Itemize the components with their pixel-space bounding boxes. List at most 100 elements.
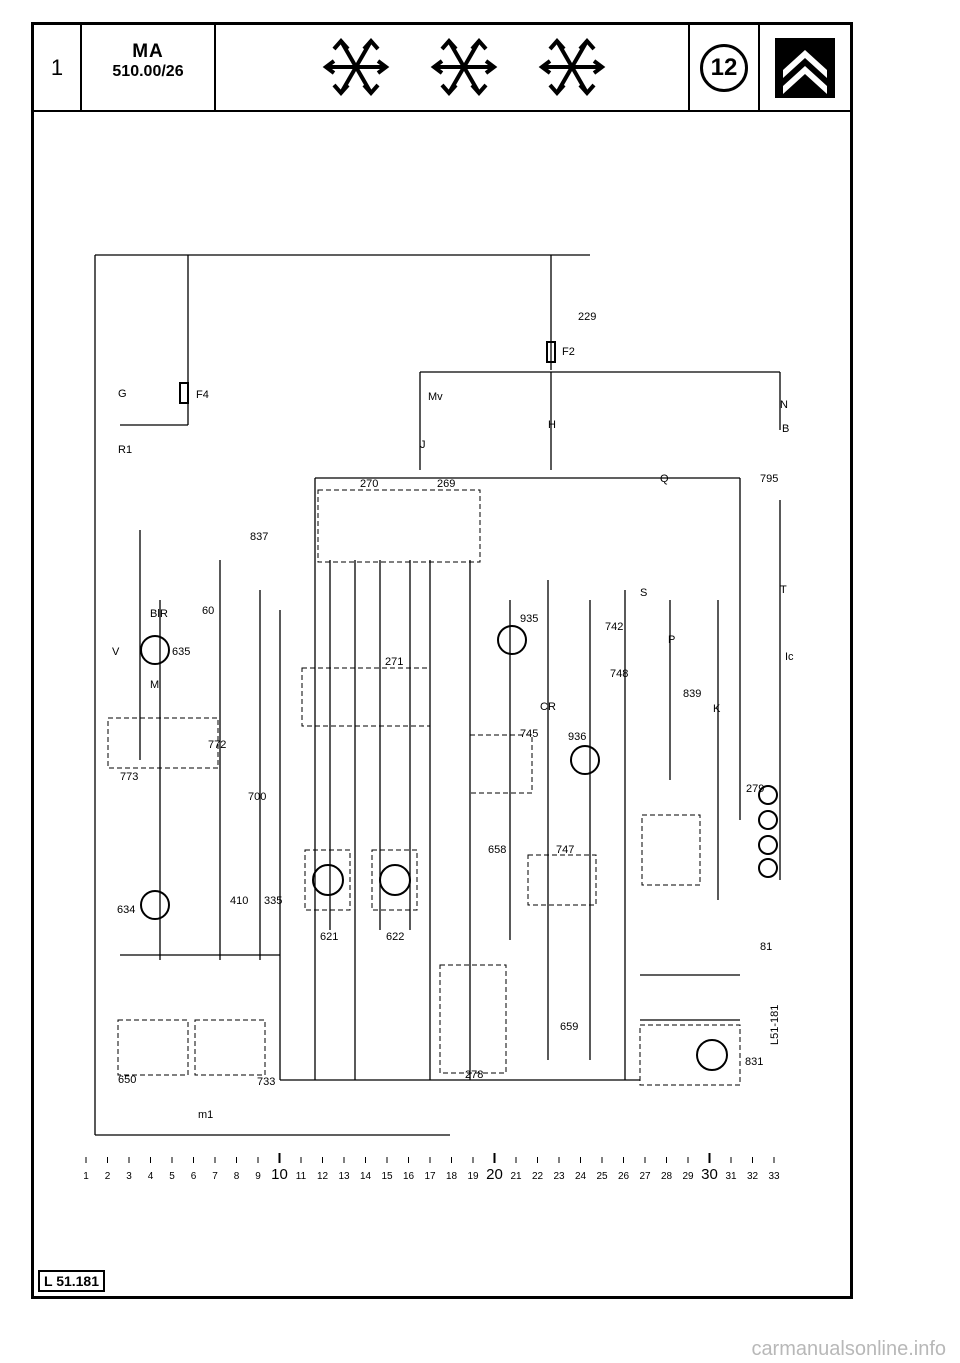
wire-CR: CR <box>540 701 556 713</box>
section-badge: 12 <box>700 43 748 92</box>
model-code: MA <box>132 41 164 62</box>
fuse-symbol-F4 <box>179 382 189 404</box>
scale-label: 31 <box>725 1171 737 1182</box>
scale-label: 22 <box>532 1171 544 1182</box>
label-831: 831 <box>745 1056 763 1068</box>
label-278: 278 <box>465 1069 483 1081</box>
motor-symbol-621 <box>312 864 344 896</box>
scale-label: 13 <box>338 1171 350 1182</box>
scale-label: 23 <box>553 1171 565 1182</box>
motor-symbol-936 <box>570 745 600 775</box>
label-773: 773 <box>120 771 138 783</box>
label-650: 650 <box>118 1074 136 1086</box>
wire-R: R <box>160 608 168 620</box>
motor-symbol-831 <box>696 1039 728 1071</box>
scale-label: 30 <box>701 1166 718 1183</box>
wire-S: S <box>640 587 647 599</box>
wire-Bl: Bl <box>150 608 160 620</box>
label-60: 60 <box>202 605 214 617</box>
wire-H: H <box>548 419 556 431</box>
scale-label: 18 <box>446 1171 458 1182</box>
scale-label: 20 <box>486 1166 503 1183</box>
scale-label: 16 <box>403 1171 415 1182</box>
label-229: 229 <box>578 311 596 323</box>
label-659: 659 <box>560 1021 578 1033</box>
wire-G: G <box>118 388 127 400</box>
label-839: 839 <box>683 688 701 700</box>
label-745: 745 <box>520 728 538 740</box>
wire-K: K <box>713 703 721 715</box>
scale-label: 26 <box>618 1171 630 1182</box>
label-269: 269 <box>437 478 455 490</box>
label-621: 621 <box>320 931 338 943</box>
label-748: 748 <box>610 668 628 680</box>
label-622: 622 <box>386 931 404 943</box>
label-271: 271 <box>385 656 403 668</box>
label-335: 335 <box>264 895 282 907</box>
label-837: 837 <box>250 531 268 543</box>
scale-label: 24 <box>575 1171 587 1182</box>
component-labels: 229 F2 F4 R1 270 269 837 795 635 271 935… <box>112 311 794 1121</box>
scale-label: 25 <box>596 1171 608 1182</box>
scale-label: 8 <box>234 1171 240 1182</box>
wire-B: B <box>782 423 789 435</box>
snowflake-icon <box>322 37 390 97</box>
lamp-symbol-3 <box>758 835 778 855</box>
wire-M: M <box>150 679 159 691</box>
motor-symbol-935 <box>497 625 527 655</box>
wire-Ic: Ic <box>785 651 794 663</box>
section-badge-cell: 12 <box>690 25 760 110</box>
wire-J: J <box>420 439 426 451</box>
scale-label: 6 <box>191 1171 197 1182</box>
snowflake-cell <box>216 25 690 110</box>
label-634: 634 <box>117 904 135 916</box>
snowflakes <box>322 37 606 97</box>
wire-N: N <box>780 399 788 411</box>
scale-label: 29 <box>682 1171 694 1182</box>
lamp-symbol-2 <box>758 810 778 830</box>
footer-reference: L 51.181 <box>38 1270 106 1292</box>
label-733: 733 <box>257 1076 275 1088</box>
label-742: 742 <box>605 621 623 633</box>
page-frame: 1 MA 510.00/26 <box>31 22 853 1299</box>
snowflake-icon <box>430 37 498 97</box>
scale-label: 27 <box>639 1171 651 1182</box>
scale-label: 10 <box>271 1166 288 1183</box>
scale-label: 12 <box>317 1171 329 1182</box>
label-F2: F2 <box>562 346 575 358</box>
scale-label: 17 <box>424 1171 436 1182</box>
scale-label: 11 <box>296 1171 307 1182</box>
section-number: 1 <box>34 25 82 110</box>
wire-Q: Q <box>660 473 669 485</box>
watermark: carmanualsonline.info <box>751 1338 946 1360</box>
scale-label: 5 <box>169 1171 175 1182</box>
label-m1: m1 <box>198 1109 213 1121</box>
label-795: 795 <box>760 473 778 485</box>
label-F4: F4 <box>196 389 209 401</box>
scale-label: 21 <box>510 1171 522 1182</box>
doc-number: 510.00/26 <box>112 63 184 80</box>
lamp-symbol-4 <box>758 858 778 878</box>
scale-label: 2 <box>105 1171 111 1182</box>
wire-T: T <box>780 584 787 596</box>
drawing-ref: L51-181 <box>769 1005 781 1045</box>
component-symbols <box>140 341 778 1071</box>
label-700: 700 <box>248 791 266 803</box>
motor-symbol-635 <box>140 635 170 665</box>
scale-label: 19 <box>467 1171 479 1182</box>
wire-Mv: Mv <box>428 391 443 403</box>
lamp-symbol-1 <box>758 785 778 805</box>
citroen-chevron-logo <box>775 37 835 98</box>
scale-label: 33 <box>768 1171 780 1182</box>
scale-label: 4 <box>148 1171 154 1182</box>
scale-label: 1 <box>83 1171 89 1182</box>
label-936: 936 <box>568 731 586 743</box>
label-747: 747 <box>556 844 574 856</box>
scale-label: 15 <box>381 1171 393 1182</box>
title-block: 1 MA 510.00/26 <box>34 25 850 112</box>
label-270: 270 <box>360 478 378 490</box>
motor-symbol-622 <box>379 864 411 896</box>
label-635: 635 <box>172 646 190 658</box>
